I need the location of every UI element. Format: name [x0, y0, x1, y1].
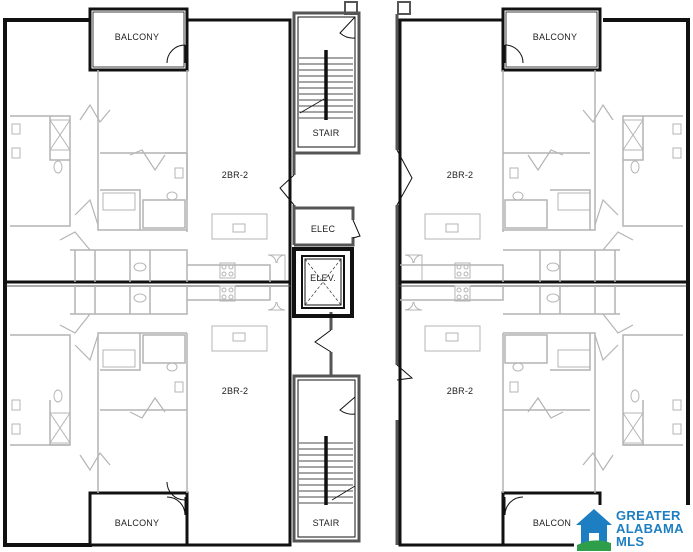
interior-walls [10, 70, 683, 493]
unit-label-bottom-left: 2BR-2 [221, 386, 249, 396]
balcony-label-bottom-left: BALCONY [114, 518, 160, 528]
balcony-label-top-left: BALCONY [114, 32, 160, 42]
logo-line-2: ALABAMA [616, 521, 684, 536]
stair-label-bottom: STAIR [312, 518, 340, 528]
unit-label-top-left: 2BR-2 [221, 170, 249, 180]
unit-label-bottom-right: 2BR-2 [446, 386, 474, 396]
core-walls [292, 1, 411, 545]
house-icon [576, 509, 612, 551]
balcony-label-bottom-right: BALCON [532, 518, 572, 528]
balcony-doors [166, 44, 524, 516]
greater-alabama-mls-logo: GREATER ALABAMA MLS [574, 505, 693, 552]
balcony-label-top-right: BALCONY [532, 32, 578, 42]
logo-line-3: MLS [616, 534, 645, 549]
interior-doors [59, 103, 634, 472]
core-doors [279, 16, 414, 415]
elec-room-label: ELEC [310, 224, 336, 234]
logo-line-1: GREATER [616, 508, 681, 523]
balconies [88, 7, 602, 547]
elevator-label: ELEV. [310, 273, 336, 283]
elevator-shaft [292, 247, 354, 318]
fixtures [11, 119, 682, 444]
stair-label-top: STAIR [312, 128, 340, 138]
unit-label-top-right: 2BR-2 [446, 170, 474, 180]
